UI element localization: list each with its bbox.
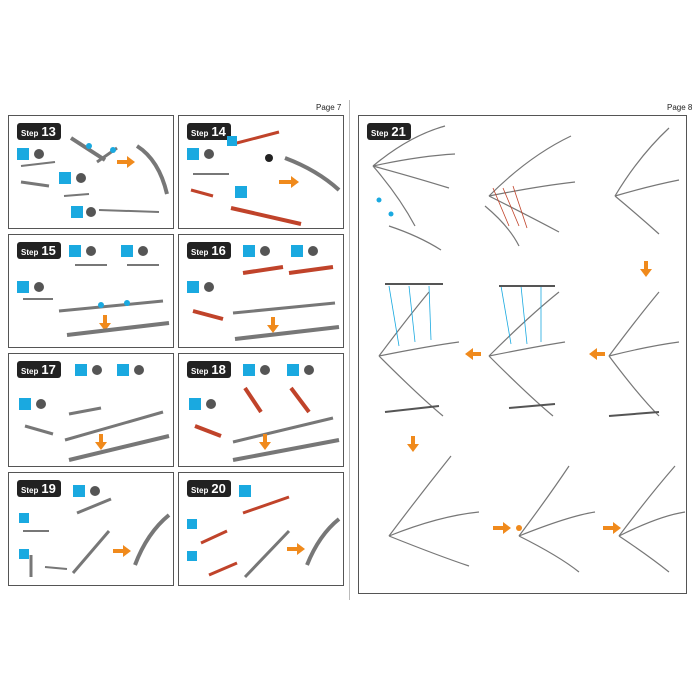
step-19-illustration [19,485,171,577]
page-divider [349,100,350,600]
step-20-illustration [187,485,341,579]
step-17-illustration [19,364,170,462]
page-number-right: Page 8 [667,103,693,112]
page-number-left: Page 7 [316,103,342,112]
step-18-illustration [189,364,340,462]
step-16-illustration [187,245,340,341]
step-14-illustration [187,130,341,226]
step-13-illustration [17,136,169,218]
step-15-illustration [17,245,170,337]
step-21-illustration [372,125,686,573]
